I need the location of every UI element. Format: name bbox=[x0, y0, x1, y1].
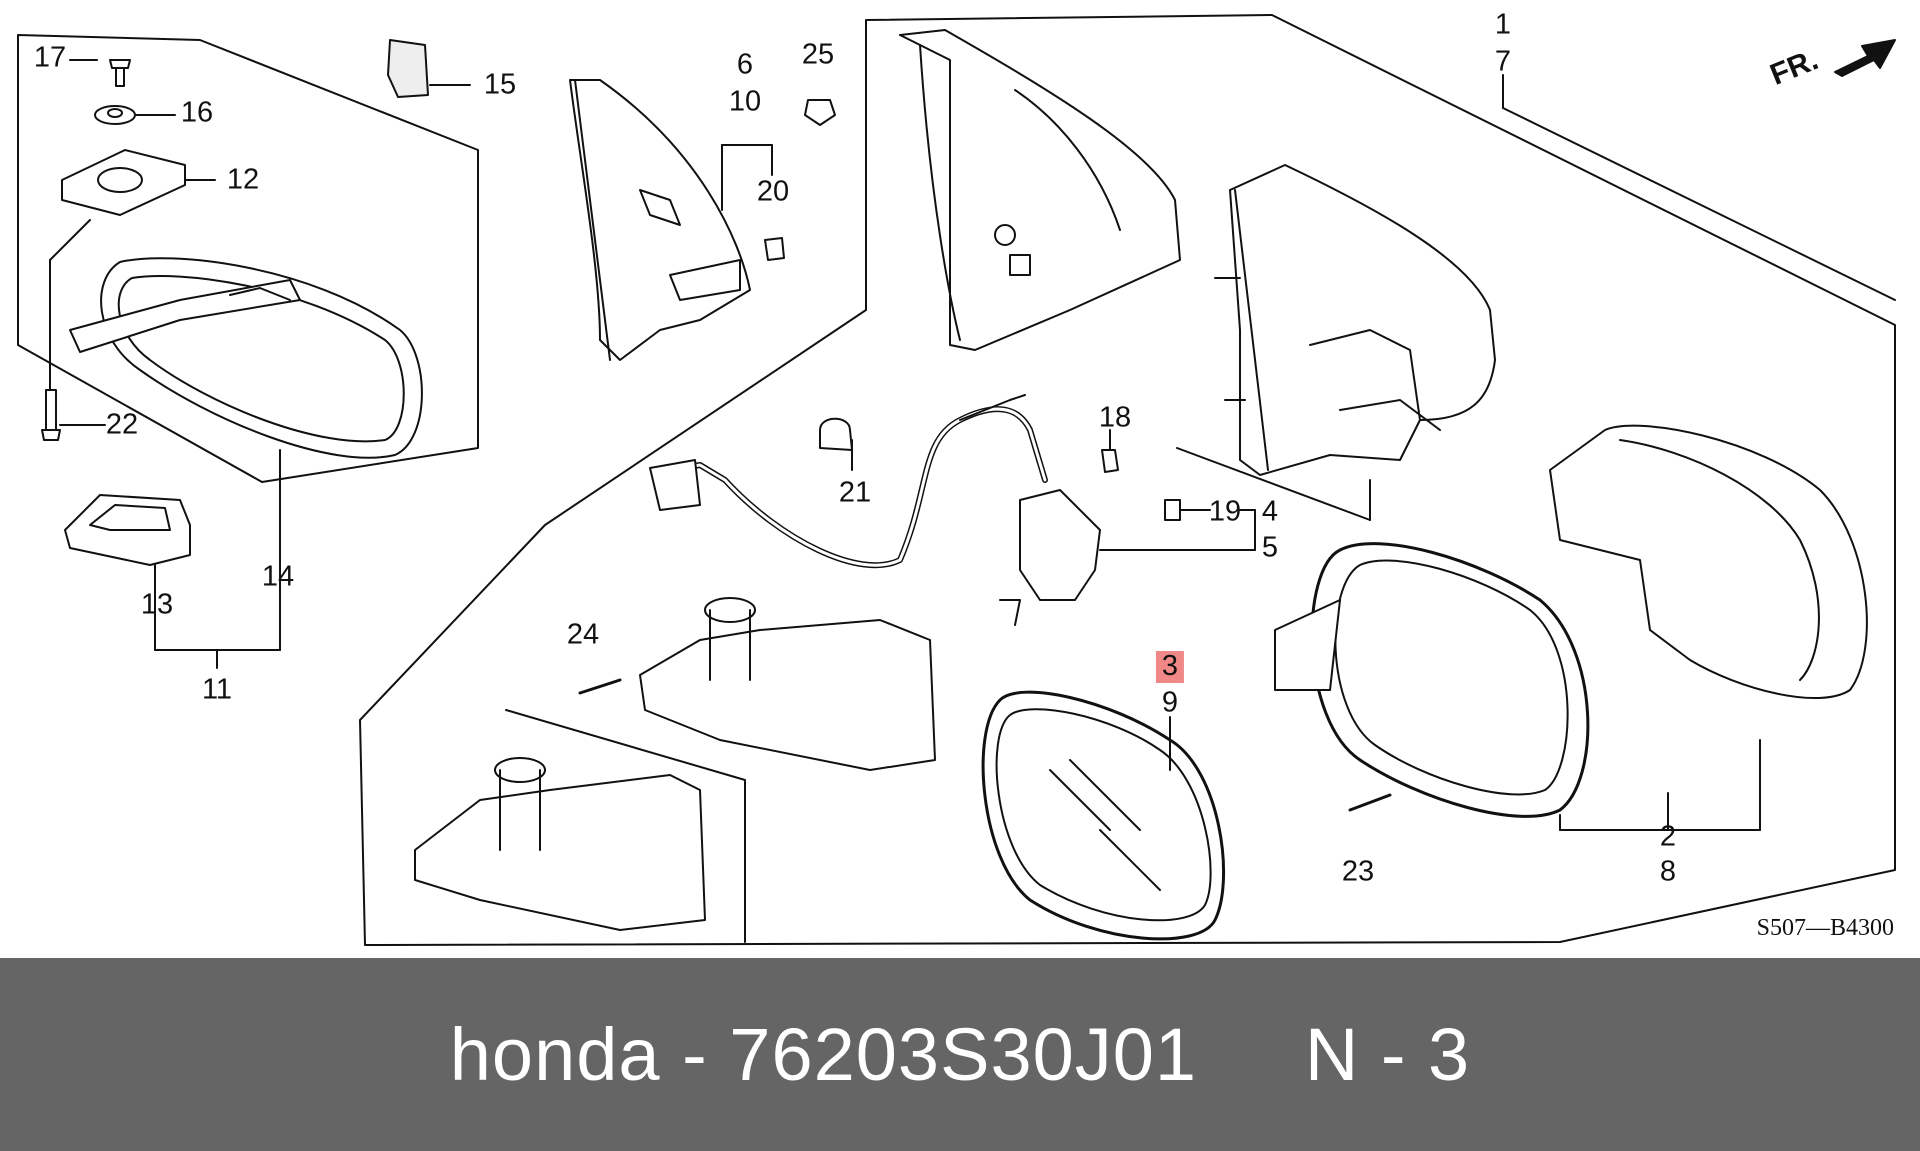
callout-12: 12 bbox=[226, 163, 260, 196]
callout-24: 24 bbox=[566, 618, 600, 651]
callout-18: 18 bbox=[1098, 401, 1132, 434]
clip-part bbox=[387, 39, 429, 98]
callout-1: 1 bbox=[1494, 8, 1512, 41]
callout-19: 19 bbox=[1208, 495, 1242, 528]
callout-8: 8 bbox=[1659, 855, 1677, 888]
callout-20: 20 bbox=[756, 175, 790, 208]
part-number-bar: honda - 76203S30J01 N - 3 bbox=[0, 958, 1920, 1151]
callout-2: 2 bbox=[1659, 820, 1677, 853]
doormirror-frame bbox=[359, 14, 1896, 946]
mirror-motor-lower bbox=[414, 774, 706, 931]
callout-22: 22 bbox=[105, 408, 139, 441]
callout-7: 7 bbox=[1494, 45, 1512, 78]
mirror-motor bbox=[639, 619, 936, 771]
mirror-glass bbox=[981, 690, 1226, 941]
callout-15: 15 bbox=[483, 68, 517, 101]
parts-diagram: 17 16 12 15 22 13 14 11 6 10 25 20 1 7 1… bbox=[17, 8, 1896, 946]
inner-garnish bbox=[569, 79, 751, 361]
callout-23: 23 bbox=[1341, 855, 1375, 888]
callout-4: 4 bbox=[1261, 495, 1279, 528]
motor-subframe bbox=[505, 709, 746, 943]
mount-plate bbox=[61, 149, 186, 216]
callout-16: 16 bbox=[180, 96, 214, 129]
callout-6: 6 bbox=[736, 48, 754, 81]
callout-11: 11 bbox=[201, 673, 233, 706]
callout-3-highlighted: 3 bbox=[1155, 651, 1185, 683]
mirror-bezel bbox=[1310, 542, 1590, 818]
rearview-mirror bbox=[100, 257, 423, 459]
part-number-text: honda - 76203S30J01 N - 3 bbox=[449, 1013, 1471, 1096]
rearview-frame bbox=[17, 34, 479, 483]
callout-14: 14 bbox=[261, 560, 295, 593]
fr-arrow bbox=[1834, 39, 1896, 77]
callout-9: 9 bbox=[1161, 686, 1179, 719]
callout-21: 21 bbox=[838, 476, 872, 509]
parts-diagram-drawing bbox=[17, 14, 1896, 946]
cover-part bbox=[64, 494, 191, 566]
callout-13: 13 bbox=[140, 588, 174, 621]
callout-5: 5 bbox=[1261, 531, 1279, 564]
mirror-base bbox=[899, 29, 1181, 351]
callout-10: 10 bbox=[728, 85, 762, 118]
callout-17: 17 bbox=[33, 41, 67, 74]
callout-25: 25 bbox=[801, 38, 835, 71]
diagram-code: S507—B4300 bbox=[1756, 915, 1894, 941]
mirror-cap bbox=[1549, 424, 1868, 700]
mirror-housing bbox=[1229, 164, 1496, 476]
